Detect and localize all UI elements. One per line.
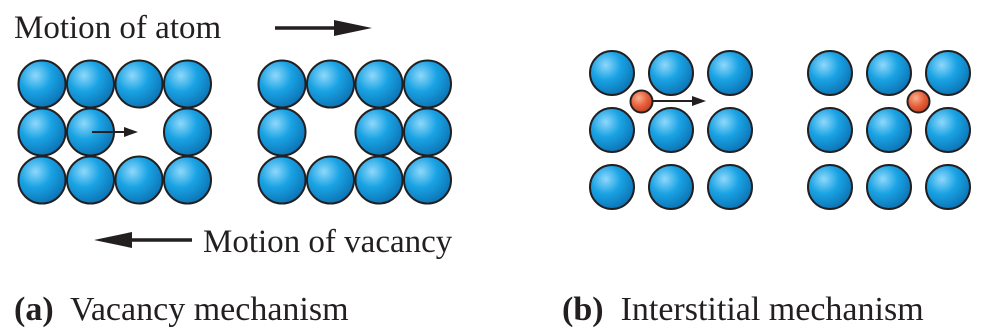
host-atom xyxy=(648,164,694,210)
host-atom xyxy=(163,155,212,205)
host-atom xyxy=(17,155,67,205)
host-atom xyxy=(707,107,753,153)
host-atom xyxy=(807,164,853,210)
host-atom xyxy=(257,59,307,109)
caption-a-letter: (a) xyxy=(14,291,54,328)
host-atom xyxy=(866,164,912,210)
host-atom xyxy=(866,107,912,153)
interstitial-atom xyxy=(629,89,654,114)
motion-of-vacancy-label: Motion of vacancy xyxy=(203,224,453,260)
atoms-layer xyxy=(17,50,971,210)
caption-b-text: Interstitial mechanism xyxy=(620,291,924,328)
host-atom xyxy=(403,155,452,205)
motion-vacancy-arrow xyxy=(94,232,192,248)
host-atom xyxy=(589,107,635,153)
host-atom xyxy=(114,59,164,109)
interstitial-atom xyxy=(906,89,931,114)
host-atom xyxy=(66,59,115,109)
host-atom xyxy=(354,155,404,205)
host-atom xyxy=(925,50,971,96)
motion-of-atom-label: Motion of atom xyxy=(14,10,222,46)
host-atom xyxy=(257,107,307,157)
vacancy-jump-arrow xyxy=(92,127,138,137)
host-atom xyxy=(866,50,912,96)
host-atom xyxy=(306,155,355,205)
host-atom xyxy=(17,107,67,157)
caption-a: (a) Vacancy mechanism xyxy=(14,293,349,327)
host-atom xyxy=(589,50,635,96)
host-atom xyxy=(403,107,452,157)
host-atom xyxy=(354,59,404,109)
host-atom xyxy=(707,50,753,96)
host-atom xyxy=(17,59,67,109)
host-atom xyxy=(589,164,635,210)
host-atom xyxy=(354,107,404,157)
host-atom xyxy=(648,50,694,96)
host-atom xyxy=(925,107,971,153)
host-atom xyxy=(257,155,307,205)
host-atom xyxy=(648,107,694,153)
caption-b: (b) Interstitial mechanism xyxy=(562,293,924,327)
host-atom xyxy=(163,59,212,109)
host-atom xyxy=(114,155,164,205)
host-atom xyxy=(306,59,355,109)
host-atom xyxy=(807,50,853,96)
caption-a-text: Vacancy mechanism xyxy=(70,291,349,328)
host-atom xyxy=(403,59,452,109)
host-atom xyxy=(807,107,853,153)
interstitial-jump-arrow xyxy=(652,96,706,106)
caption-b-letter: (b) xyxy=(562,291,604,328)
host-atom xyxy=(707,164,753,210)
motion-atom-arrow xyxy=(275,20,372,36)
host-atom xyxy=(66,155,115,205)
host-atom xyxy=(163,107,212,157)
host-atom xyxy=(925,164,971,210)
